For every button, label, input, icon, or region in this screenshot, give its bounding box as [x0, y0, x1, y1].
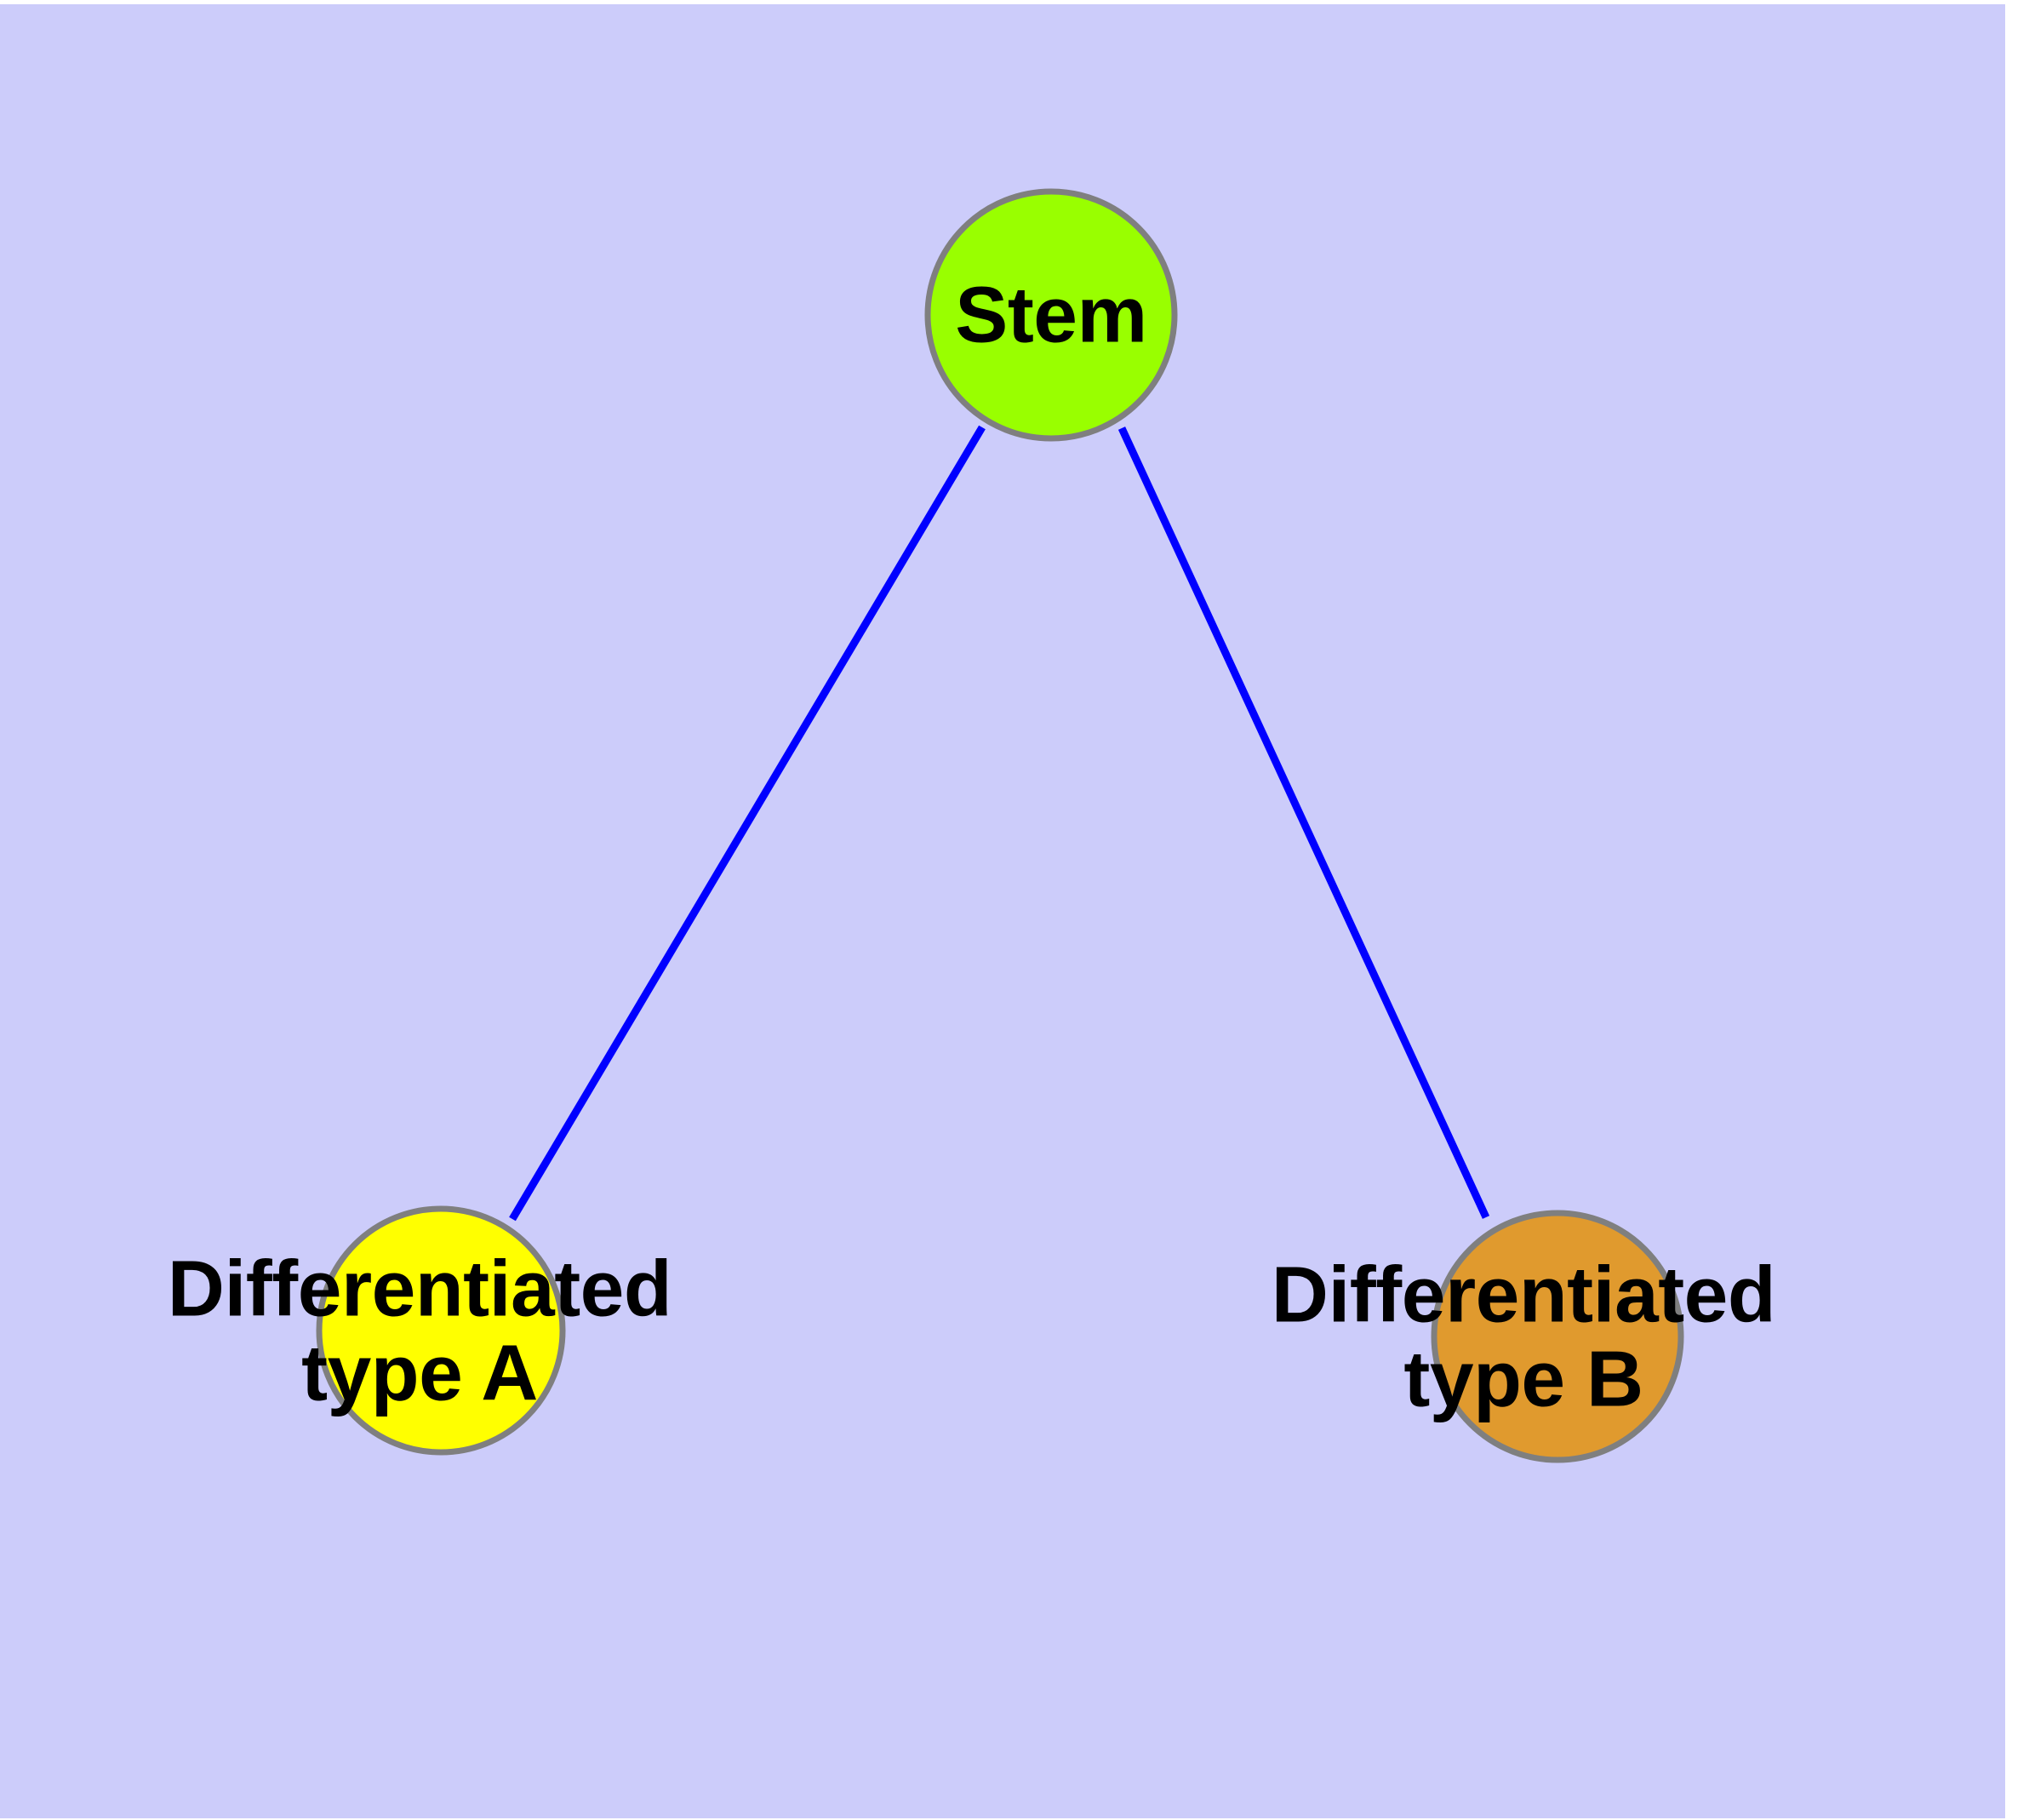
- edge-stem-to-diff-a[interactable]: [509, 425, 986, 1222]
- edge-stem-to-diff-b[interactable]: [1117, 426, 1490, 1219]
- node-circle-stem[interactable]: [924, 188, 1178, 442]
- edge-layer: [509, 425, 1490, 1222]
- node-circle-diff-a[interactable]: [316, 1205, 566, 1456]
- node-layer: [316, 188, 1684, 1463]
- node-circle-diff-b[interactable]: [1431, 1210, 1684, 1463]
